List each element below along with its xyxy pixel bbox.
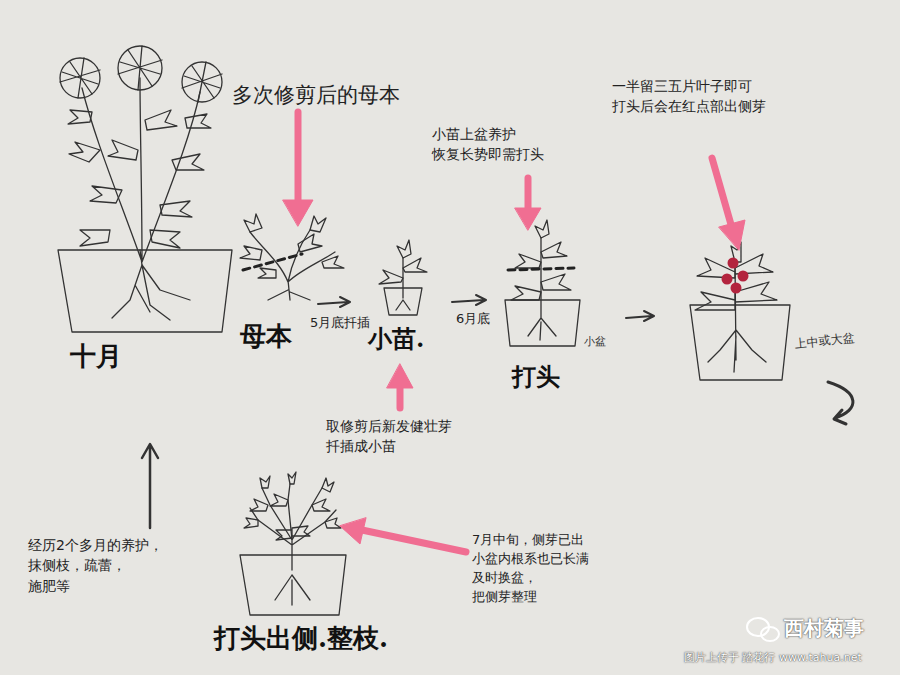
pink-arrows [283,112,745,552]
step-arrow [452,295,486,305]
step-arrow [626,311,654,321]
note: 一半留三五片叶子即可 打头后会在红点部出侧芽 [612,76,766,117]
note: 7月中旬，侧芽已出 小盆内根系也已长满 及时换盆，把侧芽整理 [472,531,589,606]
stage-label: 十月 [70,338,122,376]
stage-label: 打头出侧.整枝. [214,620,388,658]
note: 取修剪后新发健壮芽 扦插成小苗 [326,416,452,457]
pot-label: 小盆 [584,334,606,350]
note: 小苗上盆养护 恢复长势即需打头 [432,124,544,165]
topping-plant [505,220,580,346]
watermark: 西村菊事 [784,614,864,643]
branching-plant [690,242,790,380]
bottom-plant [240,472,346,615]
october-plant [58,46,232,332]
heading-note: 多次修剪后的母本 [232,80,400,110]
note: 经历2个多月的养护， 抹侧枝，疏蕾，施肥等 [28,535,163,596]
step-label: 6月底 [456,310,490,329]
up-arrow [142,444,158,528]
watermark: 图片上传于 踏花行 www.tahua.net [684,650,862,666]
stage-label: 打头 [512,360,560,395]
stage-label: 母本 [240,318,292,356]
bud-dots [722,258,749,294]
seedling [379,240,427,315]
step-label: 5月底扦插 [310,314,370,333]
curved-arrow [828,382,853,424]
mother-plant [240,214,344,300]
stage-label: 小苗. [368,322,424,357]
step-arrow [318,297,350,307]
wechat-icon [747,618,779,641]
